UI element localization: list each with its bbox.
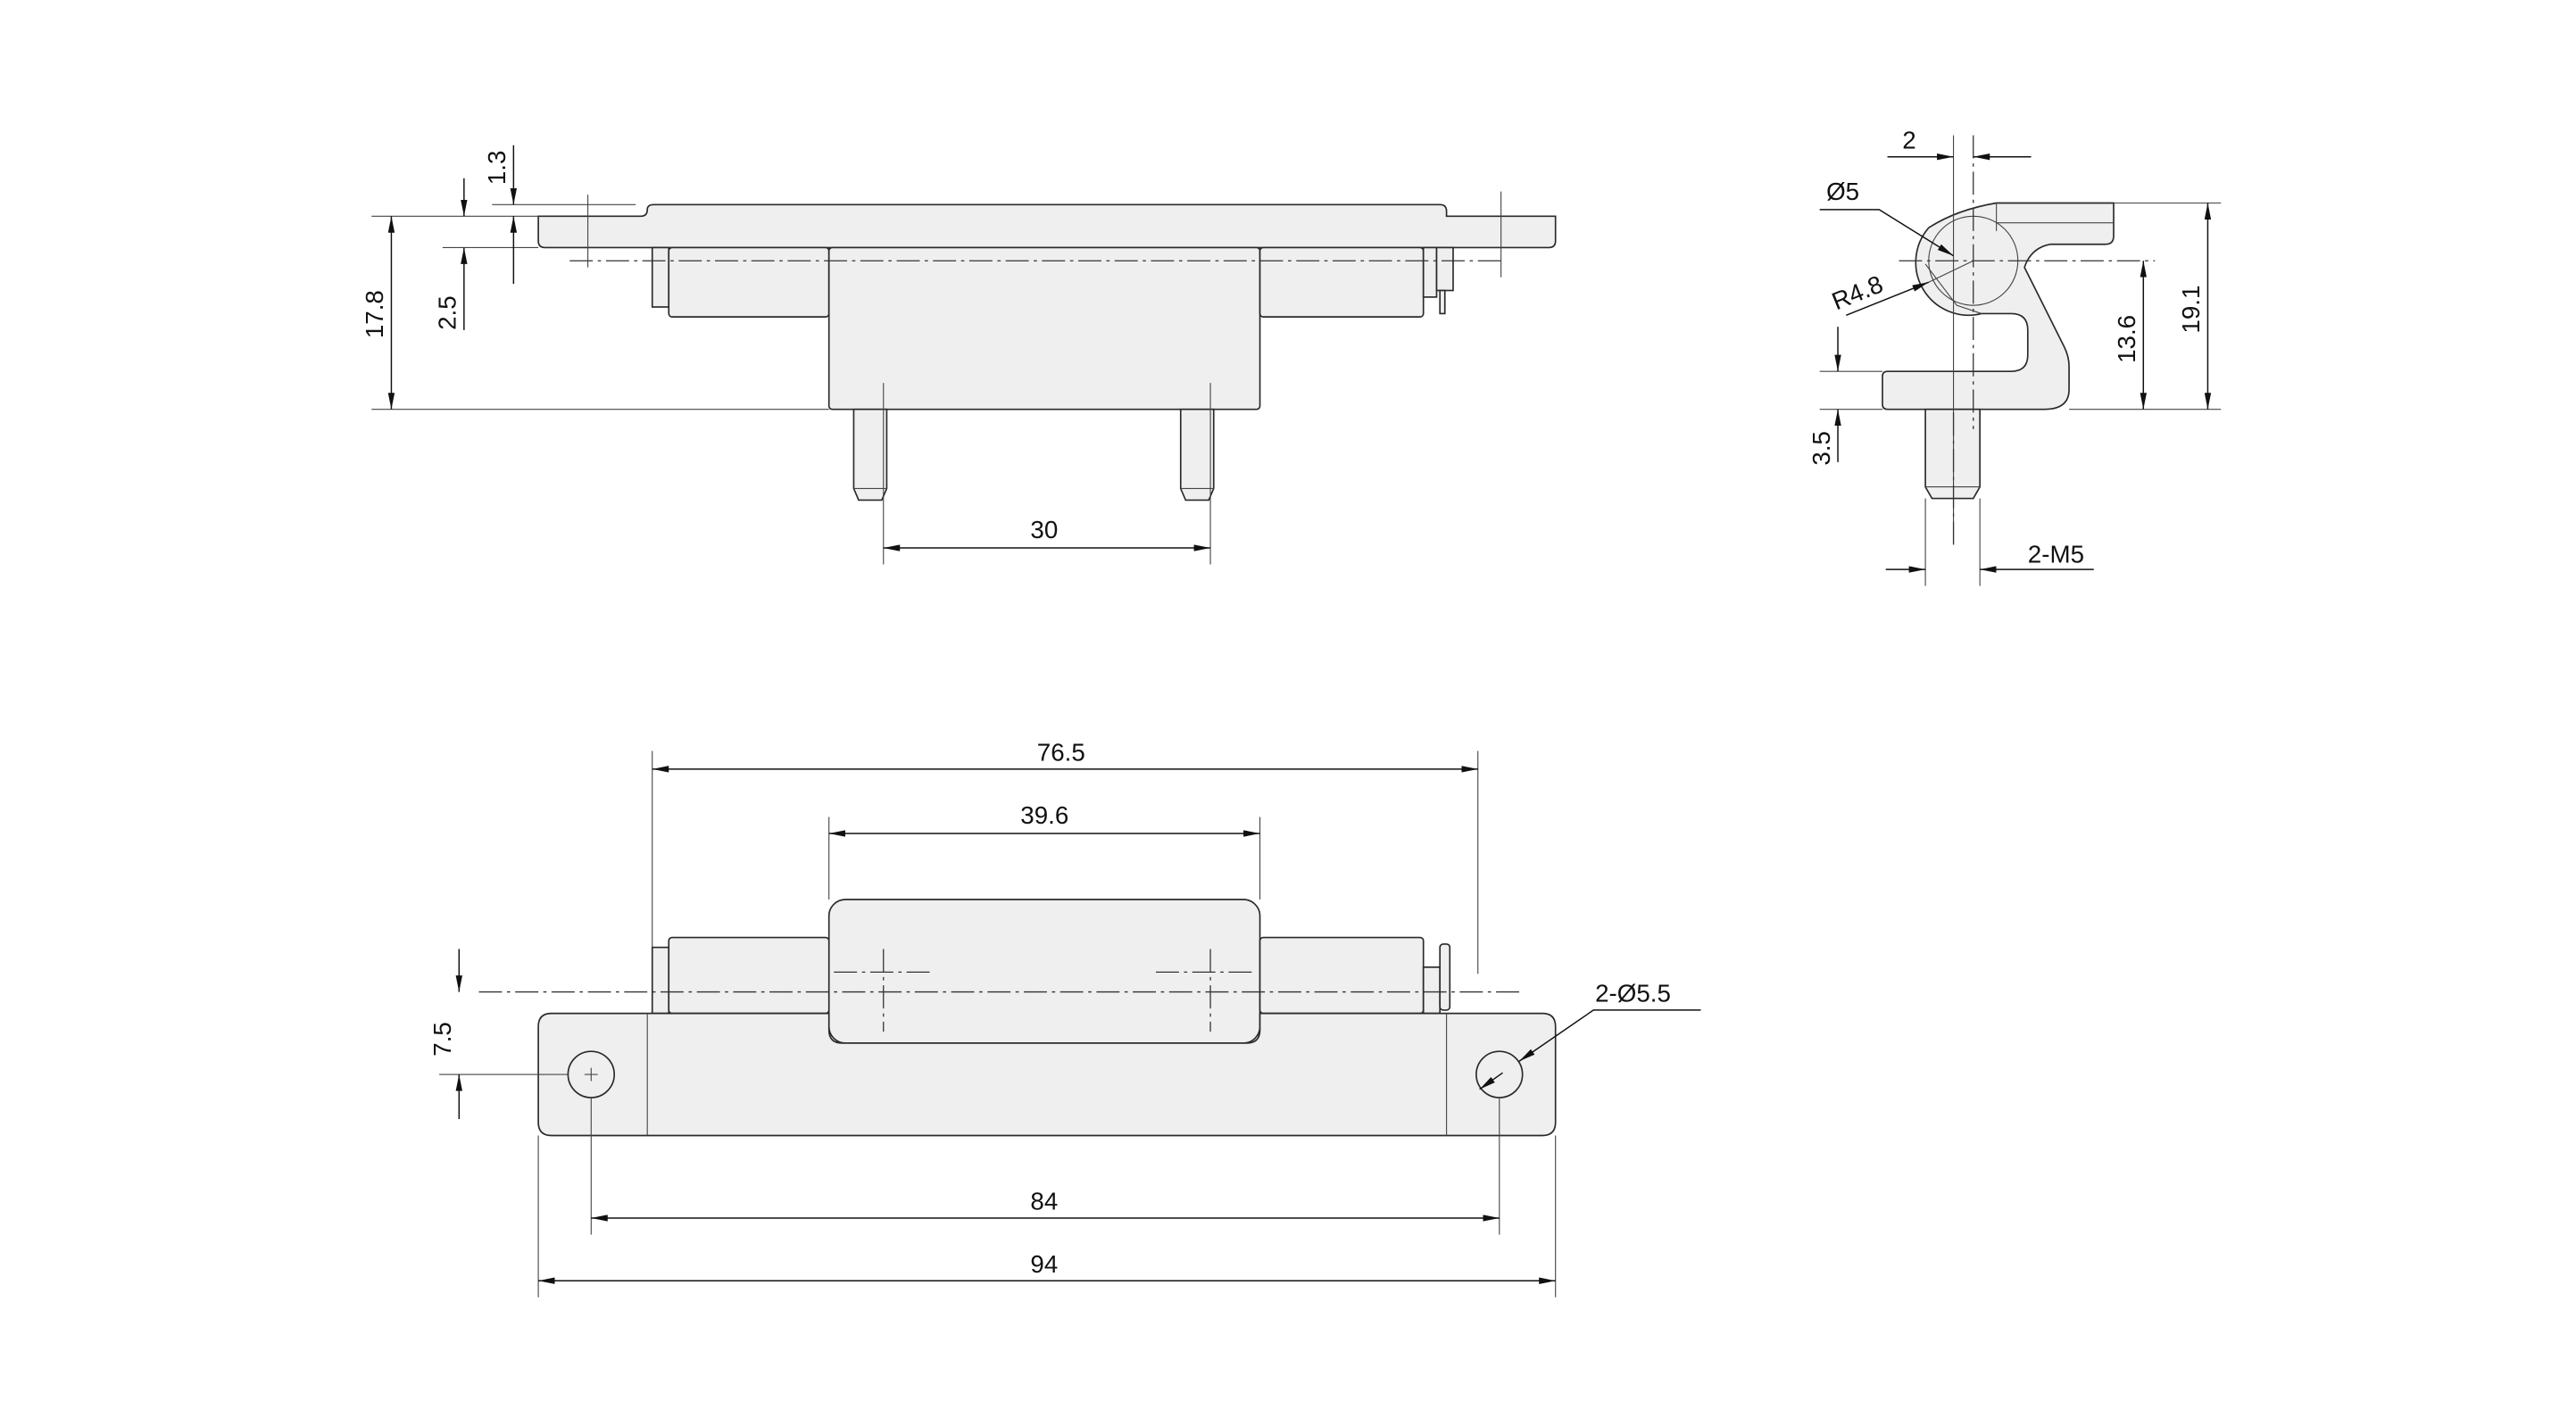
front-pin-head [1422, 246, 1438, 298]
top-pin-clip [1439, 943, 1451, 1011]
dim-84: 84 [1030, 1188, 1058, 1215]
side-stud [1924, 408, 1981, 500]
dim-dia-5: Ø5 [1826, 178, 1859, 205]
dim-39-6: 39.6 [1020, 801, 1068, 829]
top-pin-head [1422, 966, 1442, 1015]
front-pin-tail [1439, 289, 1446, 315]
top-left-knuckle-tab [651, 946, 670, 1015]
dim-7-5: 7.5 [428, 1022, 456, 1057]
front-stud-right [1179, 408, 1215, 502]
dim-3-5: 3.5 [1807, 431, 1835, 466]
front-view: 17.8 2.5 1.3 30 [361, 145, 1557, 565]
front-left-knuckle-tab [651, 246, 670, 308]
dim-76-5: 76.5 [1037, 739, 1085, 767]
dim-94: 94 [1030, 1250, 1058, 1278]
dim-2-5: 2.5 [434, 295, 461, 330]
dim-2-m5: 2-M5 [2028, 541, 2084, 568]
dim-r-4-8: R4.8 [1828, 270, 1887, 316]
front-center-block [827, 246, 1261, 410]
top-view: 76.5 39.6 84 94 7.5 2-Ø5.5 [428, 739, 1701, 1297]
front-left-knuckle [668, 246, 830, 318]
top-right-knuckle [1259, 936, 1425, 1015]
top-base-plate [537, 1012, 1557, 1137]
top-center-leaf [827, 899, 1261, 1044]
side-view: 2 Ø5 R4.8 13.6 19.1 3.5 2-M5 [1807, 126, 2222, 586]
dim-1-3: 1.3 [483, 151, 511, 186]
dim-19-1: 19.1 [2177, 286, 2205, 334]
front-stud-left [852, 408, 888, 502]
dim-2-dia-5-5: 2-Ø5.5 [1595, 980, 1671, 1007]
top-left-knuckle [668, 936, 830, 1015]
dim-30: 30 [1030, 516, 1058, 543]
dim-17-8: 17.8 [361, 290, 388, 338]
dim-2: 2 [1902, 126, 1915, 153]
front-right-knuckle [1259, 246, 1425, 318]
dim-13-6: 13.6 [2113, 315, 2140, 363]
front-plate [537, 203, 1557, 249]
front-pin-clip [1435, 246, 1454, 292]
